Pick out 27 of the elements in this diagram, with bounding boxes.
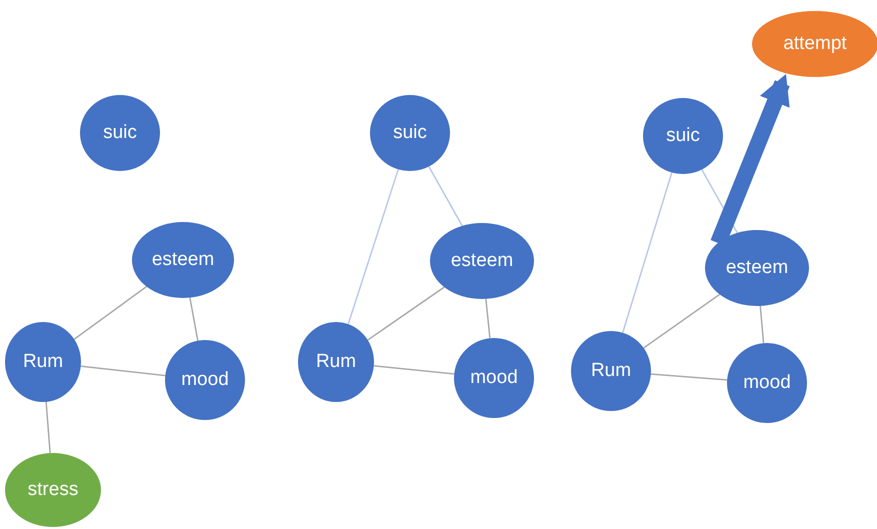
node-label: stress: [28, 479, 78, 501]
node-label: esteem: [450, 250, 514, 272]
node-label: esteem: [152, 249, 214, 271]
node-label: mood: [743, 372, 791, 394]
node-label: esteem: [726, 257, 788, 279]
connector-line: [189, 298, 198, 341]
connector-line: [650, 373, 728, 381]
connector-line: [374, 365, 454, 375]
node-label: Rum: [316, 351, 356, 373]
connector-line: [643, 294, 720, 349]
connector-line: [485, 298, 491, 338]
connector-line: [74, 286, 147, 340]
connector-line: [622, 172, 672, 333]
connector-line: [367, 286, 445, 341]
connector-line: [80, 366, 166, 376]
node-label: Rum: [590, 360, 632, 382]
node-label: attempt: [783, 33, 847, 55]
node-label: mood: [181, 369, 229, 391]
connector-line: [348, 169, 399, 324]
node-label: suic: [393, 122, 427, 144]
node-label: suic: [666, 125, 700, 147]
connector-line: [428, 166, 463, 226]
connector-line: [45, 402, 51, 454]
node-label: mood: [470, 367, 518, 389]
connector-line: [760, 306, 764, 344]
node-label: suic: [103, 122, 137, 144]
node-label: Rum: [22, 351, 64, 373]
